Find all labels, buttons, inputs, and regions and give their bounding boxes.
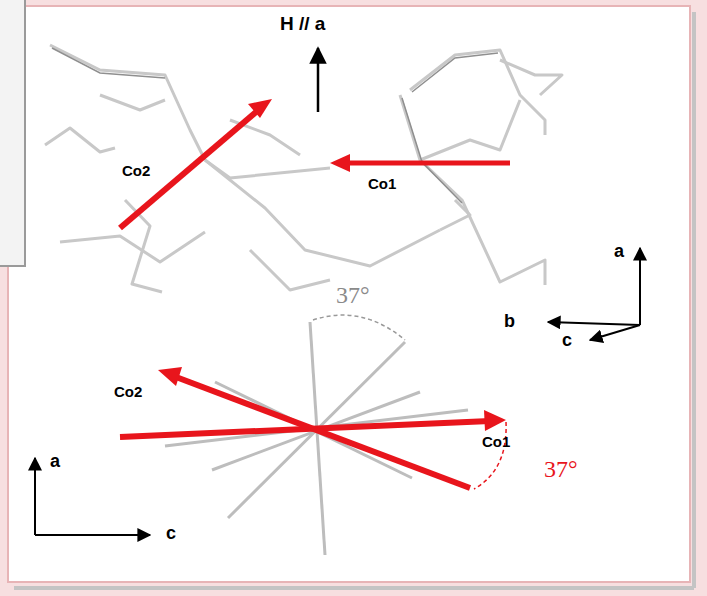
side-panel [0,0,25,266]
arrowhead [330,154,350,172]
angle-arc [474,422,506,489]
bond-sticks [45,45,562,292]
angle-arc [313,315,405,340]
angle-label: 37° [542,456,580,482]
bond-shading [52,48,498,203]
atom-label: Co2 [120,163,152,180]
axis-label: a [612,242,626,262]
field-arrow [317,48,320,112]
co2-spin [120,112,256,228]
axis-label: a [48,452,62,472]
atom-label: Co2 [112,384,144,401]
axis-label: c [164,524,178,544]
frame-shadow [14,586,694,590]
ligand-sticks [165,322,468,555]
atom-label: Co1 [480,434,512,451]
axis-label: c [560,331,574,351]
frame-shadow [692,12,696,588]
co1-spin [344,161,510,166]
atom-label: Co1 [366,176,398,193]
angle-label: 37° [334,282,372,308]
arrowhead [248,99,272,118]
axes [548,248,640,340]
arrowhead [158,367,182,386]
frame [8,6,690,582]
field-label: H // a [278,14,327,35]
axis-label: b [502,312,517,332]
arrowhead [484,410,506,431]
co2-spin [176,377,470,488]
